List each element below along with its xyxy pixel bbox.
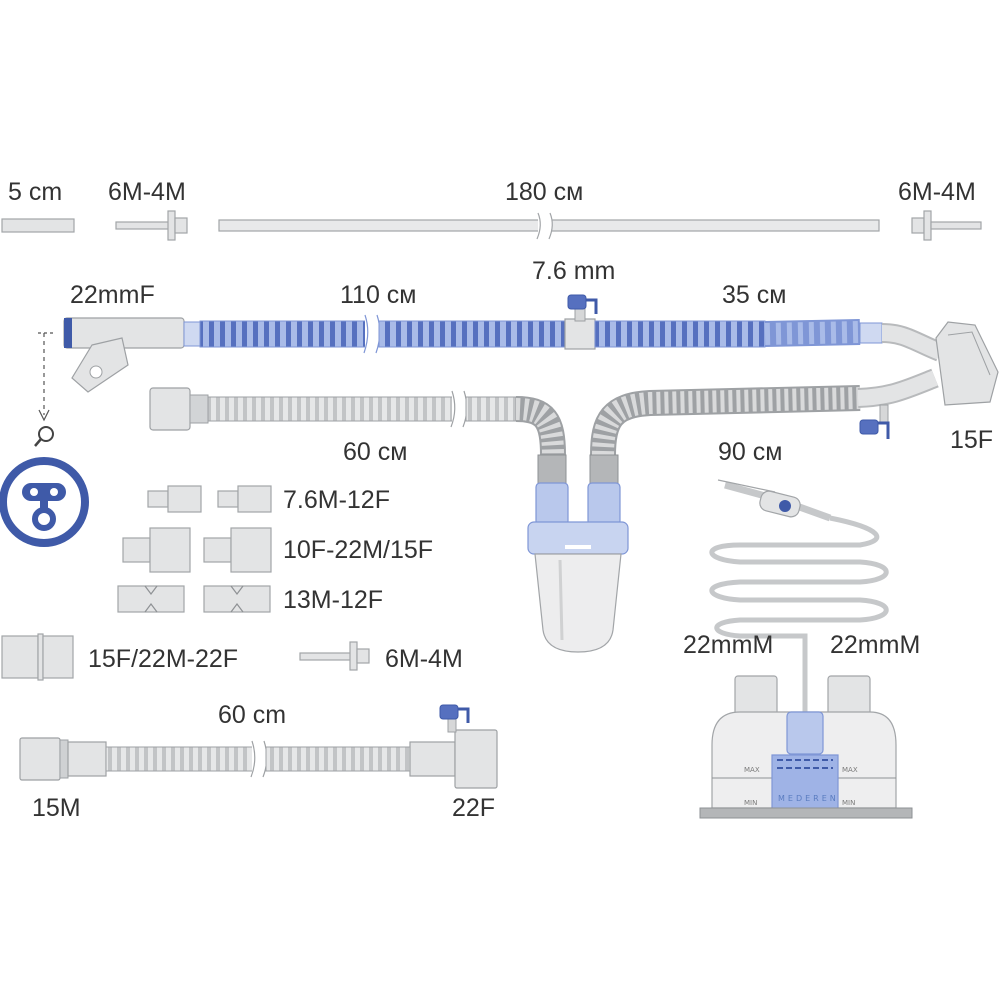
magnifier-icon — [34, 426, 54, 447]
label-adapter-15f-22m-22f: 15F/22M-22F — [88, 645, 239, 673]
label-adapter-13m-12f: 13M-12F — [283, 586, 384, 614]
label-extension-60cm: 60 cm — [218, 701, 287, 729]
adapter-15f-22m-22f — [1, 633, 74, 681]
adapter-10f-22m-b — [203, 527, 272, 573]
label-expiratory-60: 60 см — [343, 438, 408, 466]
connector-detail-view — [0, 457, 89, 547]
label-extension-22F: 22F — [452, 794, 496, 822]
connector-6m-4m-right — [911, 210, 982, 241]
feed-line-spiral — [709, 479, 889, 712]
label-expiratory-90: 90 см — [718, 438, 783, 466]
humidifier-min-left: MIN — [744, 799, 758, 807]
label-tube-5cm: 5 cm — [8, 178, 63, 206]
expiratory-sample-port — [859, 404, 890, 439]
label-port-22mmF: 22mmF — [70, 281, 155, 309]
humidifier-max-right: MAX — [842, 766, 858, 774]
sample-port-7-6mm — [567, 294, 598, 322]
humidifier-chamber — [699, 675, 913, 819]
adapter-6m-4m — [299, 641, 370, 671]
connector-6m-4m-left — [115, 210, 188, 241]
adapter-7-6m-12f-b — [217, 485, 272, 513]
label-humidifier-port-right: 22mmM — [830, 631, 921, 659]
wye-connector-15F — [935, 321, 999, 406]
adapter-10f-22m-a — [122, 527, 191, 573]
label-humidifier-port-left: 22mmM — [683, 631, 774, 659]
label-extension-15M: 15M — [32, 794, 81, 822]
label-adapter-7-6m-12f: 7.6M-12F — [283, 486, 390, 514]
humidifier-max-left: MAX — [744, 766, 760, 774]
adapter-7-6m-12f-a — [147, 485, 202, 513]
label-inspiratory-110: 110 см — [340, 281, 417, 309]
extension-hose-60cm — [19, 704, 498, 789]
inspiratory-limb — [63, 314, 944, 362]
expiratory-limb-60cm — [149, 387, 566, 456]
tube-5cm — [1, 218, 75, 233]
label-sample-port: 7.6 mm — [532, 257, 616, 285]
adapter-13m-12f-a — [117, 585, 185, 613]
adapter-13m-12f-b — [203, 585, 271, 613]
label-adapter-10f-22m-15f: 10F-22M/15F — [283, 536, 434, 564]
tube-180cm — [218, 212, 880, 240]
label-tube-180: 180 см — [505, 178, 584, 206]
label-adapter-6m-4m: 6M-4M — [385, 645, 463, 673]
expiratory-limb-90cm — [590, 368, 939, 456]
label-inspiratory-35: 35 см — [722, 281, 787, 309]
label-wye-15F: 15F — [950, 426, 994, 454]
humidifier-brand: MEDEREN — [778, 794, 839, 803]
water-trap — [527, 454, 629, 653]
label-connector-right: 6M-4M — [898, 178, 976, 206]
elbow-connector-22mmF — [71, 337, 129, 393]
humidifier-min-right: MIN — [842, 799, 856, 807]
label-connector-left: 6M-4M — [108, 178, 186, 206]
